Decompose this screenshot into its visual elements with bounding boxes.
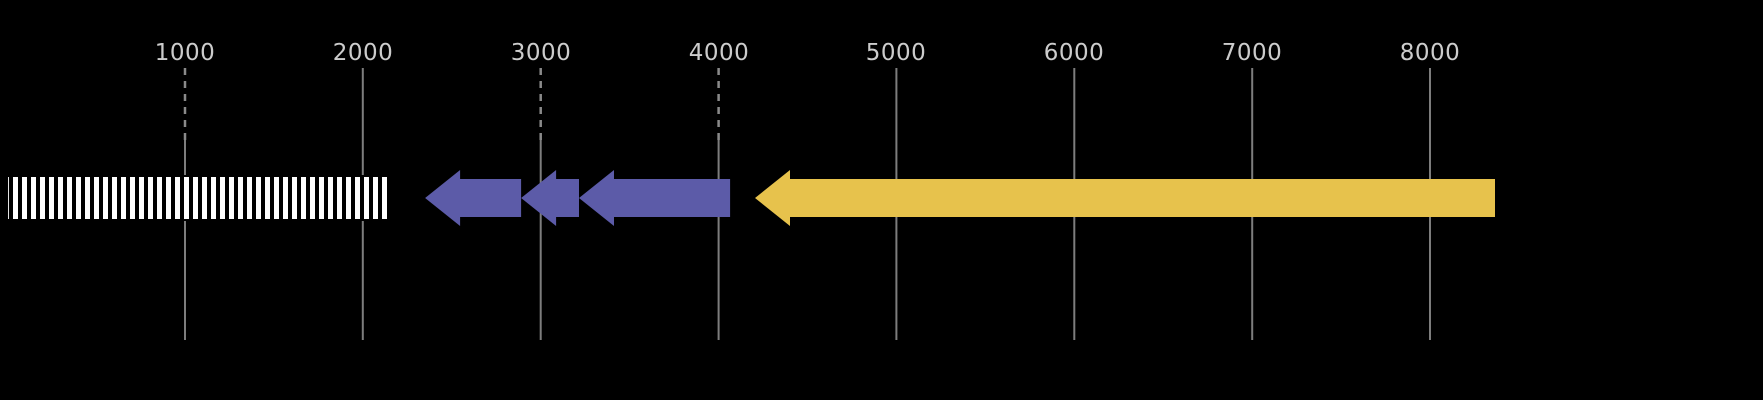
axis-tick-label-3000: 3000 bbox=[510, 40, 572, 66]
axis-tick-label-2000: 2000 bbox=[332, 40, 394, 66]
axis-tick-label-8000: 8000 bbox=[1399, 40, 1461, 66]
feature-gene-arrow-1 bbox=[425, 170, 522, 226]
feature-gene-arrow-4 bbox=[755, 170, 1495, 226]
axis-tick-label-7000: 7000 bbox=[1221, 40, 1283, 66]
feature-shapes bbox=[6, 170, 1495, 226]
feature-hatched-region bbox=[6, 175, 391, 221]
axis-tick-label-6000: 6000 bbox=[1043, 40, 1105, 66]
feature-gene-arrow-3 bbox=[579, 170, 731, 226]
axis-tick-label-5000: 5000 bbox=[865, 40, 927, 66]
axis-tick-label-1000: 1000 bbox=[154, 40, 216, 66]
feature-gene-arrow-2 bbox=[521, 170, 579, 226]
axis-tick-label-4000: 4000 bbox=[688, 40, 750, 66]
